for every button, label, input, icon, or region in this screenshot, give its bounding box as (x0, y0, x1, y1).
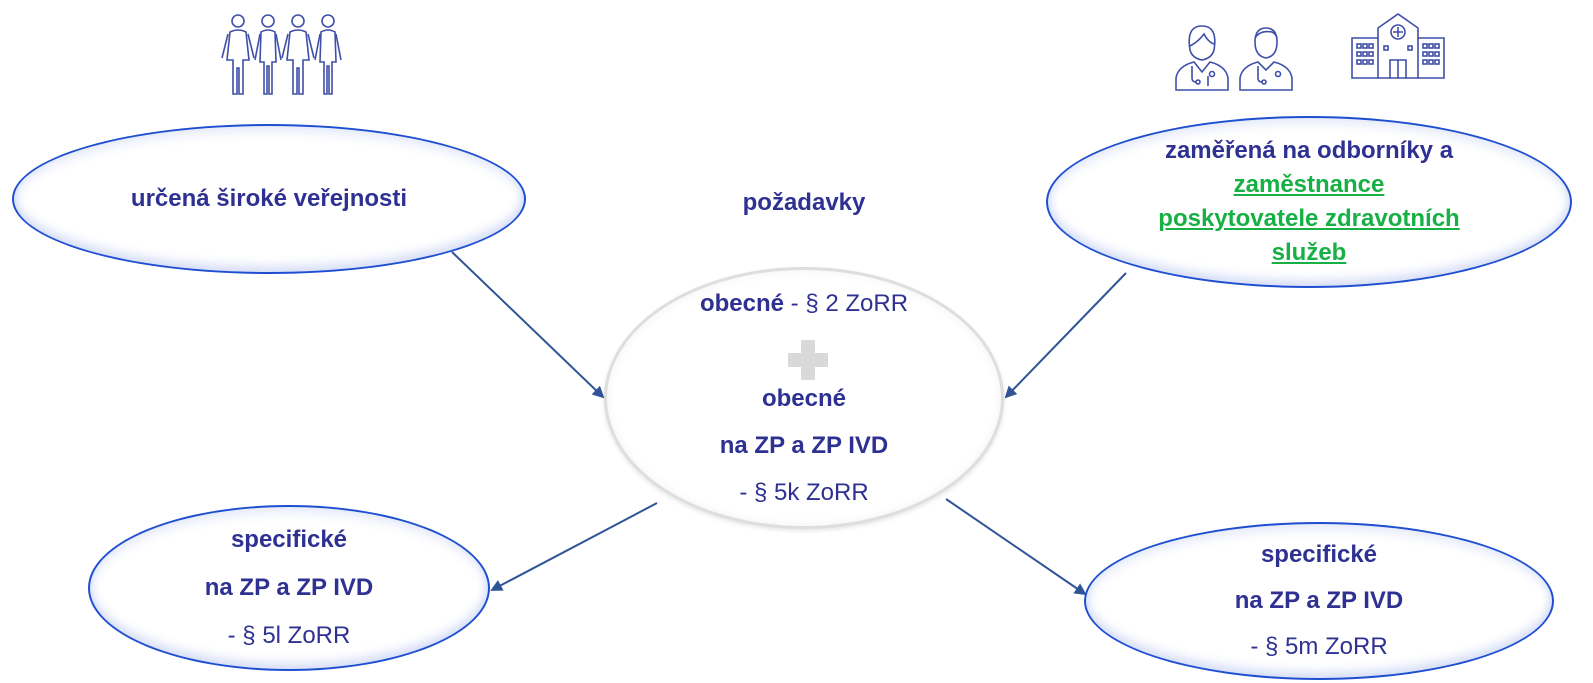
specific-5l-line2: na ZP a ZP IVD (204, 574, 374, 601)
public-audience-label: určená široké veřejnosti (130, 185, 408, 212)
professionals-line2: zaměstnance (1233, 171, 1385, 198)
general2-line2: na ZP a ZP IVD (719, 432, 889, 459)
public-audience-ellipse: určená široké veřejnosti (12, 124, 526, 274)
specific-5m-line1: specifické (1260, 541, 1378, 568)
professionals-ellipse: zaměřená na odborníky a zaměstnance posk… (1046, 116, 1572, 288)
requirements-ellipse (604, 267, 1004, 529)
specific-5m-line2: na ZP a ZP IVD (1234, 587, 1404, 614)
specific-5m-ellipse: specifické na ZP a ZP IVD - § 5m ZoRR (1084, 522, 1554, 680)
specific-5l-line3: - § 5l ZoRR (227, 622, 351, 649)
general-bold-label: obecné (699, 290, 784, 317)
arrow-center-to-left-bottom (490, 502, 658, 591)
arrow-right-top-to-center (1004, 272, 1127, 399)
doctor-male-icon (1239, 27, 1293, 91)
plus-icon (788, 340, 828, 380)
professionals-line1: zaměřená na odborníky a (1164, 137, 1454, 164)
specific-5l-line1: specifické (230, 526, 348, 553)
specific-5m-line3: - § 5m ZoRR (1250, 633, 1388, 660)
specific-5l-ellipse: specifické na ZP a ZP IVD - § 5l ZoRR (88, 505, 490, 671)
professionals-line4: služeb (1271, 239, 1347, 266)
arrow-center-to-right-bottom (945, 498, 1087, 596)
doctor-female-icon (1175, 25, 1229, 91)
requirements-heading: požadavky (742, 189, 866, 216)
general2-line1: obecné (761, 385, 847, 412)
general-ref-label: - § 2 ZoRR (784, 290, 909, 317)
people-group-icon (221, 14, 342, 95)
professionals-line3: poskytovatele zdravotních (1158, 205, 1460, 232)
hospital-icon (1351, 13, 1445, 79)
general-requirements: obecné - § 2 ZoRR (604, 289, 1004, 319)
arrow-left-top-to-center (451, 251, 605, 399)
general2-ref: - § 5k ZoRR (739, 479, 869, 506)
